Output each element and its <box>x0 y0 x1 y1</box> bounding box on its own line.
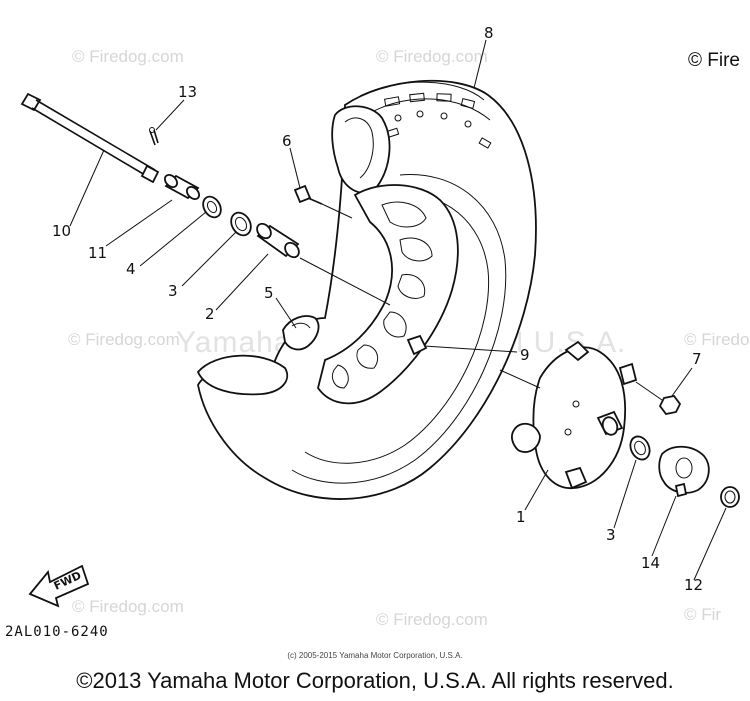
watermark: © Firedo <box>684 330 749 349</box>
bearing-part-3-left <box>230 211 252 237</box>
oil-seal-part-12 <box>720 486 740 508</box>
watermark: © Firedog.com <box>68 330 180 349</box>
callout-14: 14 <box>641 554 660 572</box>
watermark: © Firedog.com <box>376 47 488 66</box>
nut-part-7 <box>635 381 682 415</box>
assembly-line <box>299 257 391 306</box>
callout-6: 6 <box>282 132 292 150</box>
callout-7: 7 <box>692 350 702 368</box>
callout-1: 1 <box>516 508 526 526</box>
tire-wheel-part-8 <box>196 79 537 500</box>
cotter-pin-part-13 <box>149 127 159 146</box>
leader-lines <box>69 39 727 581</box>
collar-part-11 <box>164 174 200 200</box>
meter-gear-part-14 <box>658 445 710 498</box>
bearing-part-3-right <box>629 435 651 461</box>
hub-part-1 <box>511 340 638 490</box>
watermark: © Firedog.com <box>72 47 184 66</box>
diagram-code: 2AL010-6240 <box>5 624 109 640</box>
watermark: © Fir <box>684 605 721 624</box>
callout-3: 3 <box>606 526 616 544</box>
callout-5: 5 <box>264 284 274 302</box>
small-copyright-notice: (c) 2005-2015 Yamaha Motor Corporation, … <box>287 651 463 660</box>
bolt-part-6 <box>293 184 353 219</box>
callout-12: 12 <box>684 576 703 594</box>
watermark: © Fire <box>688 50 740 71</box>
callout-10: 10 <box>52 222 71 240</box>
oil-seal-part-4 <box>202 195 222 219</box>
assembly-line <box>499 369 541 389</box>
watermark: © Firedog.com <box>72 597 184 616</box>
callout-8: 8 <box>484 24 494 42</box>
watermark: © Firedog.com <box>376 610 488 629</box>
spacer-part-2 <box>256 222 300 259</box>
callout-11: 11 <box>88 244 107 262</box>
callout-9: 9 <box>520 346 530 364</box>
callout-2: 2 <box>205 305 215 323</box>
axle-part-10 <box>20 92 160 184</box>
callout-3: 3 <box>168 282 178 300</box>
footer-copyright: ©2013 Yamaha Motor Corporation, U.S.A. A… <box>76 668 674 693</box>
callout-13: 13 <box>178 83 197 101</box>
callout-4: 4 <box>126 260 136 278</box>
